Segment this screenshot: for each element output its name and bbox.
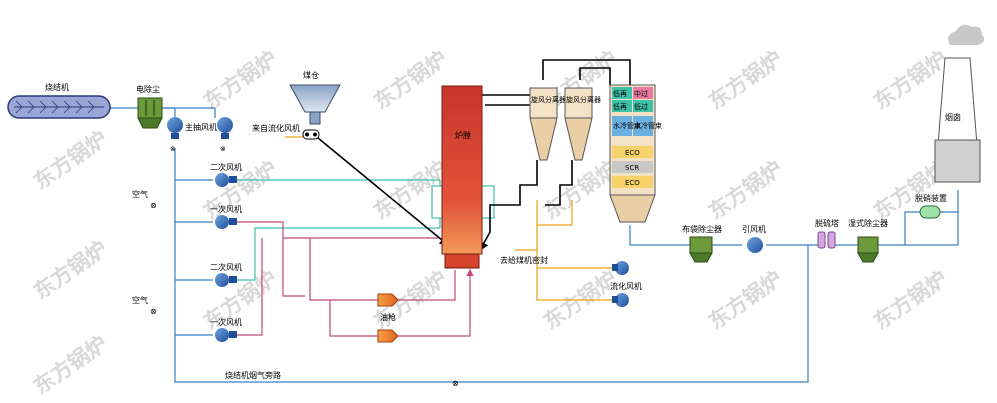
valve-icon: ⊗ [150,201,157,210]
coal-bunker-label: 煤仓 [303,70,319,80]
secondary-fan-label: 二次风机 [210,162,242,172]
watermark: 东方锅炉 [869,46,952,114]
backpass: 低再 中过 低再 低过 水冷管束 水冷管束 ECO SCR ECO [609,84,662,223]
electrostatic-precipitator: 电除尘 [136,84,163,129]
air-label: 空气 [132,189,148,199]
watermark: 东方锅炉 [704,266,787,334]
id-fan-label: 引风机 [742,224,766,234]
chimney-label: 烟囱 [945,112,961,122]
bag-filter-label: 布袋除尘器 [682,224,722,234]
air-label: 空气 [132,295,148,305]
fan-icon [215,215,229,229]
secondary-fan-label: 二次风机 [210,262,242,272]
id-fan: 引风机 [742,224,766,253]
bypass-label: 烧结机烟气旁路 [225,370,281,380]
desulfurization-label: 脱硫塔 [815,218,839,228]
watermark: 东方锅炉 [704,156,787,224]
fan-icon [215,328,229,342]
fan-icon [215,173,229,187]
sinter-machine: 烧结机 [7,82,111,119]
cyclone-label: 旋风分离器 [531,95,566,104]
scr-label: SCR [625,164,639,172]
fan-icon [167,117,183,133]
fan-icon [615,293,629,307]
backpass-cell: 中过 [634,89,648,98]
fan-icon [217,117,233,133]
chimney: 烟囱 [934,24,985,183]
fluidizing-fan-label: 流化风机 [610,281,642,291]
main-exhaust-fans: 主抽风机 ⊗ ⊗ [167,117,233,153]
fluidizing-air-lines [285,136,612,301]
watermark: 东方锅炉 [704,46,787,114]
coal-bunker: 煤仓 来自流化风机 [252,70,341,140]
backpass-cell: 低再 [613,102,627,111]
backpass-cell: 水冷管束 [613,121,641,130]
cyclones: 旋风分离器 旋风分离器 [529,87,601,161]
eco-label: ECO [625,149,640,157]
furnace-label: 炉膛 [455,130,471,140]
fan-icon [215,273,229,287]
fan-icon [615,261,629,275]
valve-icon: ⊗ [452,379,459,388]
sinter-machine-label: 烧结机 [45,82,69,92]
backpass-cell: 水冷管束 [634,121,662,130]
primary-fan-label: 一次风机 [210,317,242,327]
denitration-label: 脱硝装置 [915,193,947,203]
furnace: 炉膛 [441,85,483,269]
esp-label: 电除尘 [136,84,160,94]
watermark: 东方锅炉 [29,126,112,194]
fluidizing-fans: 流化风机 [610,261,642,307]
oil-gun-label: 油枪 [380,312,396,322]
oil-guns: 油枪 [377,293,399,343]
flue-gas-lines [110,107,959,383]
denitration: 脱硝装置 [915,193,947,219]
fan-icon [747,237,763,253]
desulfurization: 脱硫塔 湿式除尘器 [815,218,888,263]
backpass-cell: 低再 [613,89,627,98]
primary-fan-label: 一次风机 [210,204,242,214]
backpass-cell: 低过 [634,102,648,111]
watermark: 东方锅炉 [29,236,112,304]
watermark: 东方锅炉 [539,156,622,224]
wet-esp-label: 湿式除尘器 [848,218,888,228]
watermark: 东方锅炉 [29,331,112,399]
primary-air-lines [237,221,474,337]
main-fan-label: 主抽风机 [185,122,217,132]
bag-filter: 布袋除尘器 [682,224,722,263]
fans-left: 二次风机 一次风机 二次风机 一次风机 [210,162,242,342]
fluidizing-air-in-label: 来自流化风机 [252,123,300,133]
watermark: 东方锅炉 [869,266,952,334]
valve-icon: ⊗ [170,145,176,153]
watermark: 东方锅炉 [199,46,282,114]
valve-icon: ⊗ [150,307,157,316]
coal-feed-seal-label: 去给煤机密封 [500,255,548,265]
cyclone-label: 旋风分离器 [566,95,601,104]
eco-label: ECO [625,179,640,187]
valve-icon: ⊗ [220,145,226,153]
watermark: 东方锅炉 [369,46,452,114]
